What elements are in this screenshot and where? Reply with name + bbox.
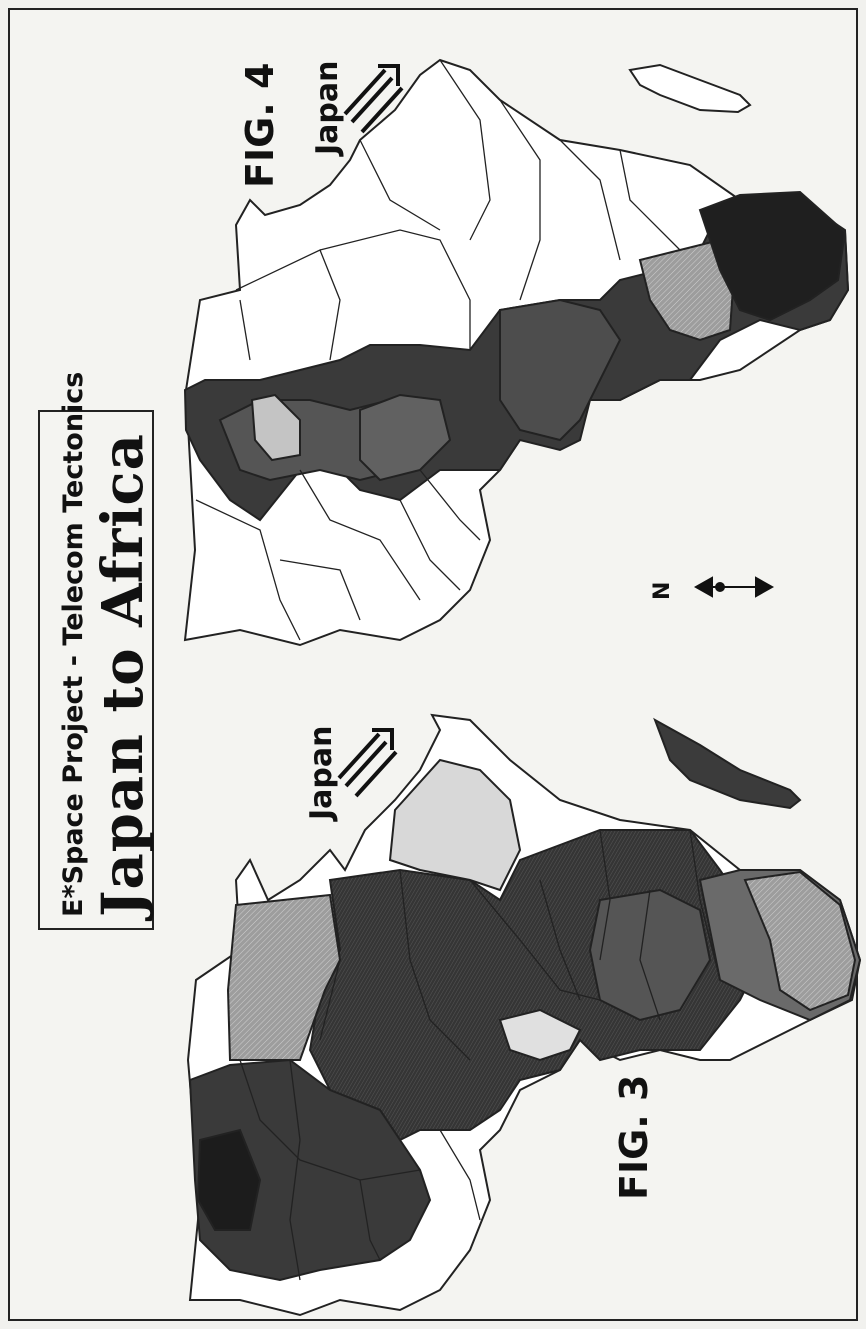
fig4-borders <box>195 59 681 641</box>
fig3-island <box>653 717 802 810</box>
fig3-region-pale-2 <box>498 1008 582 1062</box>
title-box: E*Space Project - Telecom Tectonics Japa… <box>38 372 156 930</box>
fig3-japan-label: Japan <box>304 725 339 820</box>
fig3-region-light-2 <box>743 870 857 1012</box>
fig4-band-light-1 <box>250 393 301 462</box>
fig4-label: FIG. 4 <box>238 62 282 188</box>
fig3-map <box>186 713 862 1317</box>
fig3-region-mid-2 <box>588 888 712 1022</box>
fig3-region-pale-1 <box>388 758 522 892</box>
fig4-band-mid-2 <box>499 298 622 442</box>
fig4-japan-arrow <box>343 64 404 134</box>
fig3-region-darkest <box>196 1128 262 1231</box>
fig4-band-mid-3 <box>359 393 452 482</box>
fig3-label: FIG. 3 <box>612 1074 656 1200</box>
compass-label: N <box>650 581 675 600</box>
fig3-japan-arrow <box>337 728 398 798</box>
fig4-band-light-2 <box>638 238 737 342</box>
fig4-band-darkest <box>698 190 847 322</box>
fig4-japan-label: Japan <box>310 60 345 155</box>
fig4-island <box>628 63 752 114</box>
compass-rose <box>693 576 775 598</box>
fig4-map <box>183 58 850 647</box>
fig3-borders <box>239 829 721 1281</box>
